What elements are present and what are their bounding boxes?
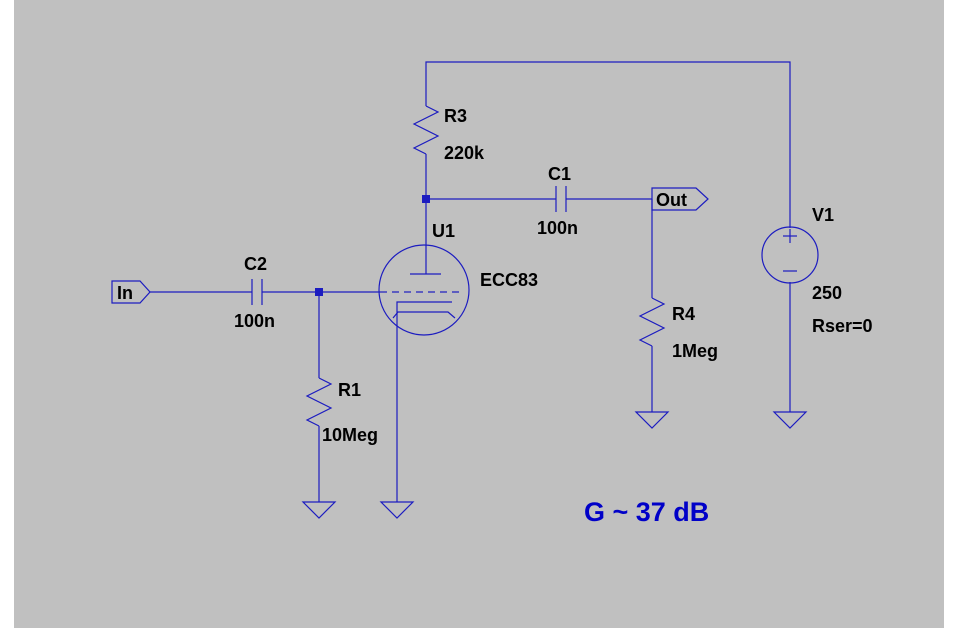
junction-grid xyxy=(315,288,323,296)
c2-value: 100n xyxy=(234,311,275,331)
gain-note: G ~ 37 dB xyxy=(584,497,709,527)
schematic-sheet xyxy=(14,0,944,628)
v1-name: V1 xyxy=(812,205,834,225)
c2-name: C2 xyxy=(244,254,267,274)
r4-name: R4 xyxy=(672,304,695,324)
capacitor-c2[interactable] xyxy=(251,279,263,305)
capacitor-c1[interactable] xyxy=(555,186,567,212)
wires xyxy=(150,61,791,502)
c1-value: 100n xyxy=(537,218,578,238)
wire-supply-rail xyxy=(425,61,791,228)
junction-plate xyxy=(422,195,430,203)
ground-v1-icon xyxy=(772,411,808,429)
ground-cathode-icon xyxy=(379,501,415,519)
port-out-label: Out xyxy=(656,190,687,210)
v1-param: Rser=0 xyxy=(812,316,873,336)
u1-name: U1 xyxy=(432,221,455,241)
ground-r4-icon xyxy=(634,411,670,429)
r3-value: 220k xyxy=(444,143,485,163)
port-in[interactable] xyxy=(111,280,151,304)
triode-u1[interactable] xyxy=(378,244,470,336)
ground-r1-icon xyxy=(301,501,337,519)
resistor-r4[interactable] xyxy=(638,292,666,360)
r1-name: R1 xyxy=(338,380,361,400)
r3-name: R3 xyxy=(444,106,467,126)
r1-value: 10Meg xyxy=(322,425,378,445)
r4-value: 1Meg xyxy=(672,341,718,361)
port-out[interactable] xyxy=(651,187,709,211)
port-in-label: In xyxy=(117,283,133,303)
c1-name: C1 xyxy=(548,164,571,184)
v1-value: 250 xyxy=(812,283,842,303)
voltage-source-v1[interactable] xyxy=(761,226,819,284)
resistor-r3[interactable] xyxy=(412,100,440,160)
u1-value: ECC83 xyxy=(480,270,538,290)
resistor-r1[interactable] xyxy=(305,372,333,440)
